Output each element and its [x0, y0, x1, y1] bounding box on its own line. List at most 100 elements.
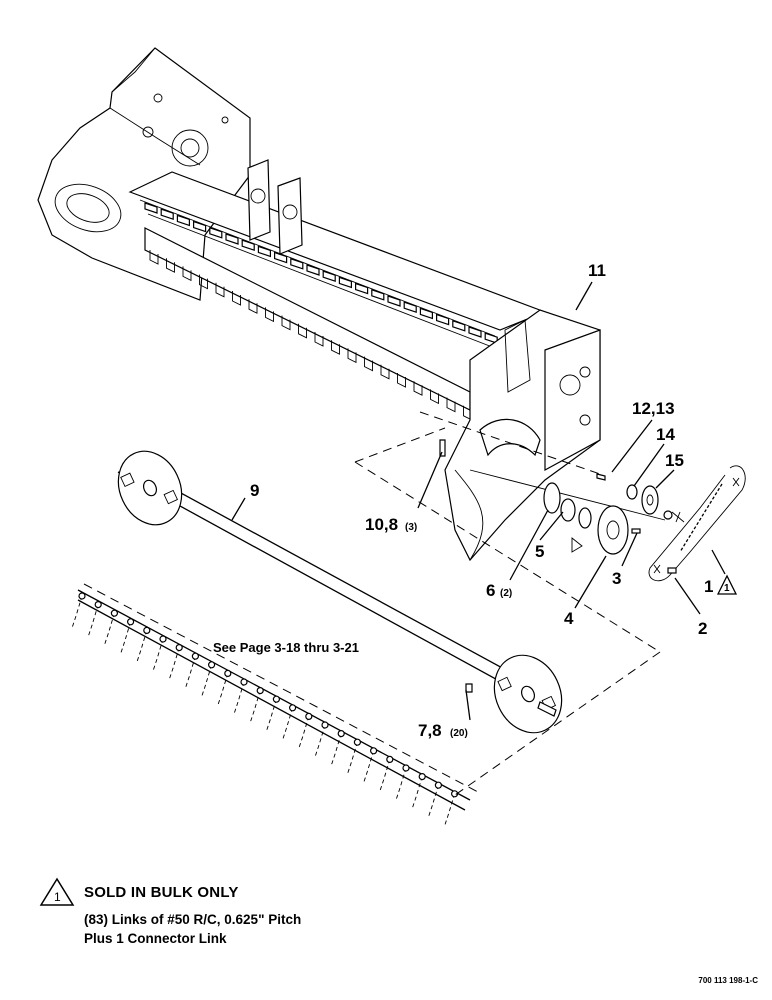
tine	[168, 647, 180, 680]
strip-tooth	[248, 299, 258, 314]
tine	[87, 604, 99, 637]
note-line-1: (83) Links of #50 R/C, 0.625" Pitch	[84, 912, 302, 927]
strip-tooth	[413, 381, 423, 396]
spacer	[626, 484, 638, 500]
roller-chain	[648, 465, 746, 582]
strip-slat	[419, 307, 433, 320]
note-title: SOLD IN BULK ONLY	[84, 883, 239, 901]
strip-tooth	[298, 323, 307, 339]
bolt	[596, 473, 606, 481]
strip-slats	[144, 202, 498, 345]
strip-slat	[241, 239, 255, 252]
strip-slat	[322, 270, 336, 283]
tine	[103, 613, 115, 646]
strip-slat	[176, 214, 190, 227]
strip-slat	[144, 202, 158, 214]
tine	[330, 733, 342, 766]
tine-clamp	[402, 764, 410, 772]
bolt	[439, 439, 446, 457]
tine-clamp	[110, 609, 119, 617]
large-sprocket	[597, 505, 629, 555]
strip-slat	[160, 208, 174, 221]
note-line-2: Plus 1 Connector Link	[84, 931, 227, 946]
qty-10-8: (3)	[405, 522, 417, 533]
right-disc	[493, 654, 563, 734]
callout-6: 6	[486, 581, 495, 600]
strip-slat	[436, 313, 450, 326]
strip-tooth	[232, 291, 241, 306]
tine	[363, 750, 375, 783]
tine	[217, 673, 229, 706]
callout-10-8: 10,8	[365, 515, 398, 534]
svg-text:1: 1	[54, 890, 61, 904]
strip-slat	[452, 319, 466, 332]
callout-15: 15	[665, 451, 684, 470]
strip-tooth	[215, 282, 225, 298]
strip-tooth	[182, 266, 192, 282]
tine-clamp	[224, 669, 232, 678]
tine-clamp	[191, 652, 199, 660]
tine	[427, 785, 439, 818]
tine	[379, 759, 391, 792]
callout-5: 5	[535, 542, 544, 561]
note-heading: 1 SOLD IN BULK ONLY	[38, 876, 301, 908]
tine-clamp	[321, 721, 329, 729]
pickup-frame	[37, 47, 601, 562]
collar	[578, 507, 592, 529]
callout-9: 9	[250, 481, 259, 500]
callout-3: 3	[612, 569, 621, 588]
tine	[282, 707, 294, 740]
notes-block: 1 SOLD IN BULK ONLY (83) Links of #50 R/…	[38, 876, 301, 946]
connector-link	[667, 567, 677, 574]
strip-slat	[403, 301, 417, 314]
tine	[136, 630, 148, 663]
strip-teeth	[149, 250, 472, 421]
strip-slat	[257, 245, 271, 258]
strip-tooth	[397, 373, 406, 388]
tine-clamp	[256, 686, 264, 695]
callout-11: 11	[588, 261, 606, 280]
strip-tooth	[331, 340, 340, 355]
callout-labels: 11 12,13 14 15 9 10,8 (3) 5 3 1 6 (2) 4 …	[213, 261, 738, 740]
strip-tooth	[446, 397, 456, 413]
tine-clamp	[451, 790, 459, 798]
tine	[265, 699, 277, 732]
strip-tooth	[281, 315, 291, 331]
qty-6: (2)	[500, 588, 512, 599]
tine	[233, 681, 245, 715]
tine-clamp	[337, 729, 345, 738]
drive-components	[439, 439, 746, 582]
tine	[152, 638, 164, 672]
tine	[395, 767, 407, 801]
tine	[184, 656, 196, 689]
callout-14: 14	[656, 425, 675, 444]
strip-slat	[225, 233, 239, 245]
strip-tooth	[199, 274, 208, 290]
svg-text:1: 1	[724, 583, 730, 594]
tine-clamp	[159, 635, 167, 643]
strip-tooth	[314, 332, 324, 347]
tine	[444, 793, 456, 826]
strip-tooth	[149, 250, 159, 265]
bearing	[560, 498, 576, 522]
callout-2: 2	[698, 619, 707, 638]
key	[631, 528, 641, 534]
tine-bar	[71, 583, 479, 826]
tine-clamp	[305, 712, 313, 721]
tine-clamp	[289, 704, 297, 712]
strip-slat	[355, 282, 369, 295]
pickup-shaft	[117, 450, 563, 734]
strip-slat	[290, 257, 304, 270]
reference-note: See Page 3-18 thru 3-21	[213, 640, 359, 655]
strip-slat	[338, 276, 352, 289]
reference-lines	[354, 411, 661, 796]
drawing-number: 700 113 198-1-C	[698, 976, 758, 985]
strip-tooth	[364, 356, 373, 372]
left-disc	[117, 450, 183, 526]
tine	[71, 595, 83, 629]
callout-leaders	[231, 281, 726, 721]
strip-tooth	[347, 348, 357, 364]
tine-clamp	[127, 618, 135, 626]
tine	[411, 776, 423, 809]
